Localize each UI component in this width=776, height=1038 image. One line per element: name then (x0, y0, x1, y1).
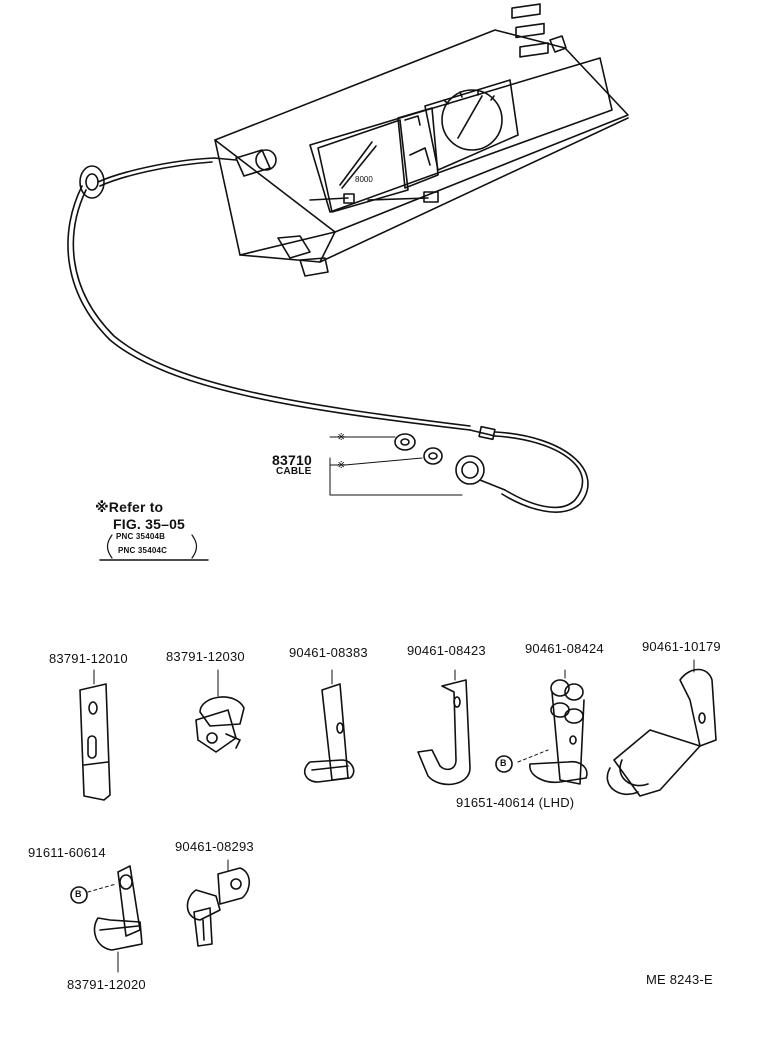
part-label: 91611-60614 (28, 845, 106, 860)
part-label: 83791-12020 (67, 977, 146, 992)
cable-washers: ※ ※ (329, 432, 463, 496)
part-label: 90461-08383 (289, 645, 368, 660)
part-90461-08424 (517, 669, 588, 785)
part-90461-08423 (417, 669, 471, 786)
bolt-label: B (500, 758, 507, 768)
part-label: 91651-40614 (LHD) (456, 795, 575, 810)
bolt-label: B (75, 889, 82, 899)
part-label: 90461-08423 (407, 643, 486, 658)
cable-part-number: 83710 (272, 452, 312, 468)
part-label: 90461-08293 (175, 839, 254, 854)
instrument-cluster: 8000 (213, 3, 629, 277)
part-label: 90461-10179 (642, 639, 721, 654)
part-label: 83791-12010 (49, 651, 128, 666)
bolt-symbol (70, 886, 88, 904)
pnc-reference-a: PNC 35404B (116, 532, 166, 541)
part-label: 83791-12030 (166, 649, 245, 664)
refer-note: ※Refer to (95, 499, 164, 515)
part-label: 90461-08424 (525, 641, 604, 656)
cable-part-name: CABLE (276, 466, 312, 477)
diagram-code: ME 8243-E (646, 972, 713, 987)
svg-text:※: ※ (337, 432, 345, 443)
part-90461-10179 (606, 659, 717, 797)
figure-reference: FIG. 35–05 (113, 516, 186, 532)
pnc-reference-b: PNC 35404C (118, 546, 168, 555)
part-83791-12020 (87, 865, 143, 973)
bolt-symbol (495, 755, 513, 773)
svg-text:8000: 8000 (355, 175, 373, 184)
part-83791-12030 (195, 669, 245, 753)
speedometer-cable (67, 157, 589, 513)
part-90461-08383 (303, 669, 355, 783)
part-90461-08293 (186, 859, 251, 947)
svg-text:※: ※ (337, 460, 345, 471)
part-83791-12010 (79, 669, 111, 801)
